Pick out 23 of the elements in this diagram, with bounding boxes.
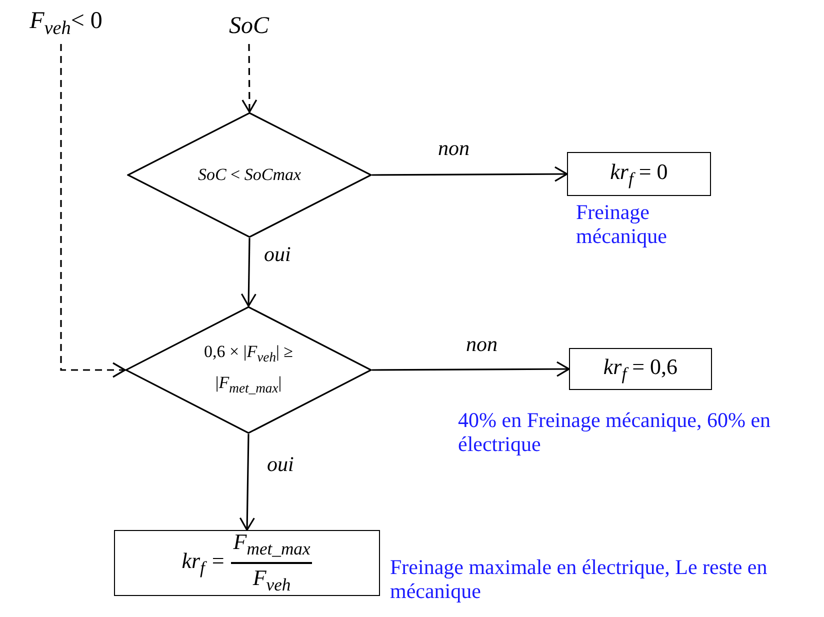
- arrow: [372, 166, 568, 182]
- input-label: F$_{veh}$< 0: [30, 8, 102, 40]
- formula-text: kr$_{f}$ =: [182, 548, 226, 578]
- process-box: [567, 152, 711, 196]
- decision-diamond: [127, 112, 372, 238]
- fraction-denominator: F$_{veh}$: [252, 564, 291, 596]
- process-box: [569, 348, 712, 390]
- condition-text: SoC < SoCmax: [198, 165, 302, 185]
- input-label: SoC: [228, 12, 269, 40]
- annotation-text: 40% en Freinage mécanique, 60% en électrique: [458, 408, 772, 456]
- formula-text: kr$_{f}$ = 0: [610, 158, 668, 190]
- arrow: [242, 44, 258, 113]
- arrow: [60, 44, 126, 378]
- arrow: [239, 434, 255, 531]
- fraction-numerator: F$_{met_max}$: [231, 528, 312, 564]
- condition-text: 0,6 × |F$_{veh}$| ≥ |F$_{met_max}$|: [203, 340, 294, 398]
- annotation-text: Freinage mécanique: [576, 200, 668, 248]
- arrow: [240, 238, 256, 307]
- decision-diamond: [125, 306, 372, 434]
- formula-text: kr$_{f}$ = 0,6: [603, 354, 678, 384]
- annotation-text: Freinage maximale en électrique, Le reste en mécanique: [390, 555, 768, 603]
- process-box: [114, 530, 380, 596]
- arrow: [372, 361, 570, 377]
